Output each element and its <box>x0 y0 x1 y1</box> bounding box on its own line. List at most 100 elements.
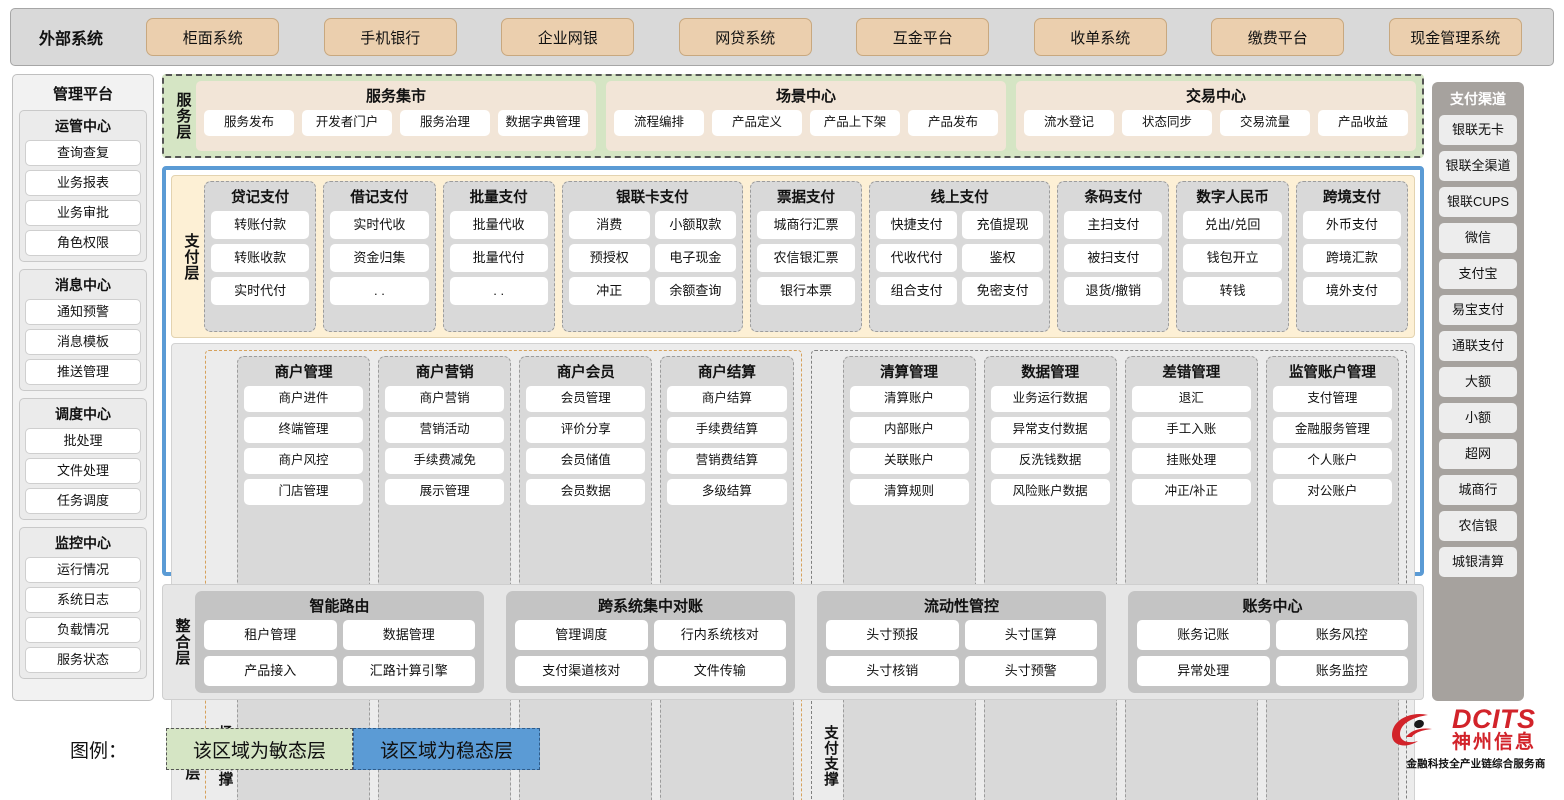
payment-item[interactable]: 充值提现 <box>962 211 1043 239</box>
payment-item[interactable]: 城商行汇票 <box>757 211 855 239</box>
support-item[interactable]: 关联账户 <box>850 448 969 474</box>
payment-channel-item[interactable]: 易宝支付 <box>1439 295 1517 325</box>
integration-item[interactable]: 支付渠道核对 <box>515 656 648 686</box>
payment-channel-item[interactable]: 银联无卡 <box>1439 115 1517 145</box>
support-item[interactable]: 退汇 <box>1132 386 1251 412</box>
service-card-item[interactable]: 产品定义 <box>712 110 802 136</box>
support-item[interactable]: 终端管理 <box>244 417 363 443</box>
payment-item[interactable]: 预授权 <box>569 244 650 272</box>
support-item[interactable]: 评价分享 <box>526 417 645 443</box>
management-item[interactable]: 通知预警 <box>25 299 141 325</box>
support-item[interactable]: 手工入账 <box>1132 417 1251 443</box>
support-item[interactable]: 会员储值 <box>526 448 645 474</box>
payment-item[interactable]: 退货/撤销 <box>1064 277 1162 305</box>
support-item[interactable]: 风险账户数据 <box>991 479 1110 505</box>
payment-item[interactable]: 免密支付 <box>962 277 1043 305</box>
external-system-item[interactable]: 现金管理系统 <box>1389 18 1522 56</box>
support-item[interactable]: 多级结算 <box>667 479 786 505</box>
payment-item[interactable]: 转账收款 <box>211 244 309 272</box>
payment-item[interactable]: 钱包开立 <box>1183 244 1281 272</box>
service-card-item[interactable]: 产品收益 <box>1318 110 1408 136</box>
management-item[interactable]: 任务调度 <box>25 488 141 514</box>
management-item[interactable]: 角色权限 <box>25 230 141 256</box>
support-item[interactable]: 会员数据 <box>526 479 645 505</box>
payment-channel-item[interactable]: 城银清算 <box>1439 547 1517 577</box>
payment-channel-item[interactable]: 超网 <box>1439 439 1517 469</box>
external-system-item[interactable]: 缴费平台 <box>1211 18 1344 56</box>
payment-channel-item[interactable]: 银联CUPS <box>1439 187 1517 217</box>
support-item[interactable]: 商户风控 <box>244 448 363 474</box>
payment-channel-item[interactable]: 微信 <box>1439 223 1517 253</box>
payment-item[interactable]: 组合支付 <box>876 277 957 305</box>
support-item[interactable]: 内部账户 <box>850 417 969 443</box>
support-item[interactable]: 个人账户 <box>1273 448 1392 474</box>
service-card-item[interactable]: 服务治理 <box>400 110 490 136</box>
management-item[interactable]: 推送管理 <box>25 359 141 385</box>
integration-item[interactable]: 头寸匡算 <box>965 620 1098 650</box>
support-item[interactable]: 反洗钱数据 <box>991 448 1110 474</box>
payment-item[interactable]: 资金归集 <box>330 244 428 272</box>
service-card-item[interactable]: 产品发布 <box>908 110 998 136</box>
service-card-item[interactable]: 交易流量 <box>1220 110 1310 136</box>
support-item[interactable]: 支付管理 <box>1273 386 1392 412</box>
support-item[interactable]: 门店管理 <box>244 479 363 505</box>
support-item[interactable]: 挂账处理 <box>1132 448 1251 474</box>
support-item[interactable]: 手续费减免 <box>385 448 504 474</box>
support-item[interactable]: 商户结算 <box>667 386 786 412</box>
management-item[interactable]: 消息模板 <box>25 329 141 355</box>
integration-item[interactable]: 账务风控 <box>1276 620 1409 650</box>
payment-channel-item[interactable]: 通联支付 <box>1439 331 1517 361</box>
support-item[interactable]: 商户进件 <box>244 386 363 412</box>
payment-item[interactable]: 境外支付 <box>1303 277 1401 305</box>
payment-item[interactable]: 转账付款 <box>211 211 309 239</box>
payment-item[interactable]: 代收代付 <box>876 244 957 272</box>
integration-item[interactable]: 管理调度 <box>515 620 648 650</box>
payment-item[interactable]: 被扫支付 <box>1064 244 1162 272</box>
integration-item[interactable]: 头寸核销 <box>826 656 959 686</box>
payment-channel-item[interactable]: 大额 <box>1439 367 1517 397</box>
integration-item[interactable]: 数据管理 <box>343 620 476 650</box>
management-item[interactable]: 批处理 <box>25 428 141 454</box>
support-item[interactable]: 手续费结算 <box>667 417 786 443</box>
support-item[interactable]: 展示管理 <box>385 479 504 505</box>
payment-item[interactable]: 冲正 <box>569 277 650 305</box>
integration-item[interactable]: 头寸预警 <box>965 656 1098 686</box>
support-item[interactable]: 冲正/补正 <box>1132 479 1251 505</box>
payment-item[interactable]: 批量代收 <box>450 211 548 239</box>
external-system-item[interactable]: 企业网银 <box>501 18 634 56</box>
payment-item[interactable]: 银行本票 <box>757 277 855 305</box>
management-item[interactable]: 文件处理 <box>25 458 141 484</box>
support-item[interactable]: 营销活动 <box>385 417 504 443</box>
service-card-item[interactable]: 产品上下架 <box>810 110 900 136</box>
service-card-item[interactable]: 数据字典管理 <box>498 110 588 136</box>
payment-item[interactable]: . . <box>330 277 428 305</box>
support-item[interactable]: 清算规则 <box>850 479 969 505</box>
payment-channel-item[interactable]: 农信银 <box>1439 511 1517 541</box>
external-system-item[interactable]: 网贷系统 <box>679 18 812 56</box>
support-item[interactable]: 清算账户 <box>850 386 969 412</box>
payment-item[interactable]: 转钱 <box>1183 277 1281 305</box>
external-system-item[interactable]: 手机银行 <box>324 18 457 56</box>
payment-item[interactable]: . . <box>450 277 548 305</box>
management-item[interactable]: 运行情况 <box>25 557 141 583</box>
payment-item[interactable]: 实时代收 <box>330 211 428 239</box>
payment-item[interactable]: 跨境汇款 <box>1303 244 1401 272</box>
integration-item[interactable]: 汇路计算引擎 <box>343 656 476 686</box>
management-item[interactable]: 服务状态 <box>25 647 141 673</box>
management-item[interactable]: 业务审批 <box>25 200 141 226</box>
support-item[interactable]: 异常支付数据 <box>991 417 1110 443</box>
integration-item[interactable]: 头寸预报 <box>826 620 959 650</box>
support-item[interactable]: 业务运行数据 <box>991 386 1110 412</box>
payment-channel-item[interactable]: 小额 <box>1439 403 1517 433</box>
integration-item[interactable]: 产品接入 <box>204 656 337 686</box>
service-card-item[interactable]: 开发者门户 <box>302 110 392 136</box>
payment-item[interactable]: 外币支付 <box>1303 211 1401 239</box>
support-item[interactable]: 会员管理 <box>526 386 645 412</box>
integration-item[interactable]: 异常处理 <box>1137 656 1270 686</box>
payment-channel-item[interactable]: 银联全渠道 <box>1439 151 1517 181</box>
integration-item[interactable]: 账务监控 <box>1276 656 1409 686</box>
support-item[interactable]: 商户营销 <box>385 386 504 412</box>
external-system-item[interactable]: 收单系统 <box>1034 18 1167 56</box>
external-system-item[interactable]: 柜面系统 <box>146 18 279 56</box>
payment-item[interactable]: 小额取款 <box>655 211 736 239</box>
